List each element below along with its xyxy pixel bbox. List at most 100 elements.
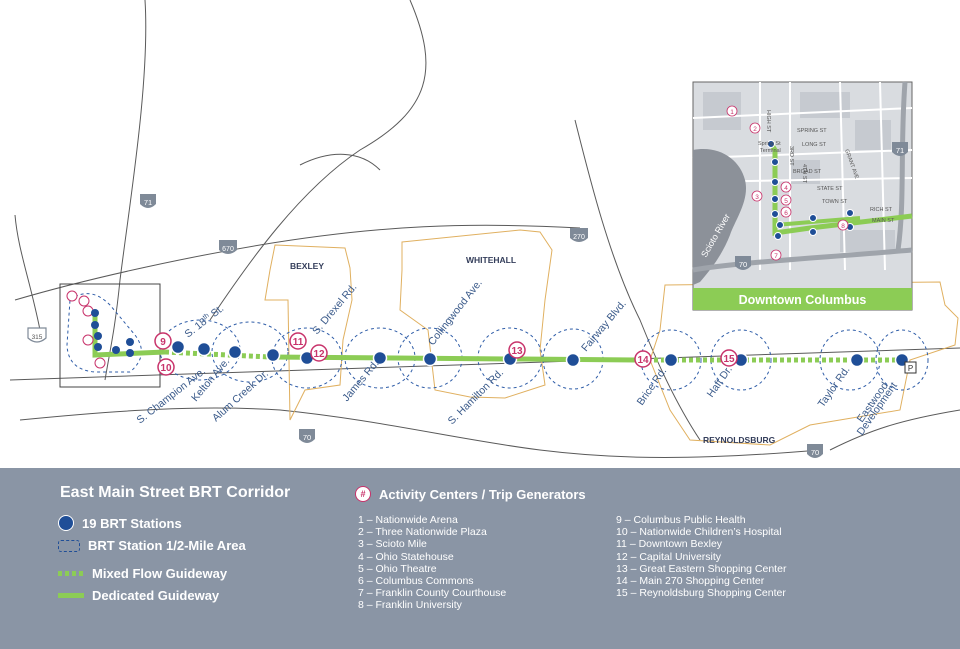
station-dot: [776, 221, 784, 229]
inset-marker-number: 6: [784, 210, 788, 217]
us-route-shield-icon: [27, 327, 47, 343]
interstate-shield-icon: [892, 142, 908, 156]
activity-marker-number: 15: [723, 354, 735, 365]
mixed-flow-guideway: [164, 349, 271, 360]
activity-centers-title: Activity Centers / Trip Generators: [379, 486, 586, 502]
activity-marker: [78, 295, 90, 307]
activity-marker-circle: [154, 332, 172, 350]
inset-marker-number: 5: [784, 198, 788, 205]
station-dot: [767, 140, 775, 148]
inset-i71: [895, 81, 908, 251]
label-taylor: Taylor Rd.: [816, 364, 853, 410]
inset-title: Downtown Columbus: [739, 293, 867, 307]
northeast-road: [299, 153, 381, 171]
highway-shields: 71 670 270 70 70 315: [27, 194, 823, 458]
activity-marker-circle: [726, 105, 738, 117]
activity-item: 7 – Franklin County Courthouse: [358, 587, 507, 600]
activity-marker-12: 12: [310, 344, 328, 362]
activity-marker-circle: [749, 122, 761, 134]
activity-item: 2 – Three Nationwide Plaza: [358, 526, 487, 539]
activity-item: 14 – Main 270 Shopping Center: [616, 575, 765, 588]
legend-item-dedicated: Dedicated Guideway: [58, 588, 219, 603]
whitehall-boundary: [399, 229, 553, 399]
activity-item: 15 – Reynoldsburg Shopping Center: [616, 587, 786, 600]
station-dot: [771, 210, 779, 218]
half-mile-area: [875, 329, 929, 391]
shield-number: 71: [144, 198, 152, 207]
label-brice: Brice Rd.: [635, 365, 670, 407]
label-s-hamilton: S. Hamilton Rd.: [446, 367, 506, 427]
street: [692, 149, 913, 159]
activity-marker-circle: [751, 190, 763, 202]
inset-activity-markers: [726, 105, 849, 261]
street-label-third: 3RD ST: [788, 146, 794, 166]
interstate-shield-icon: [570, 228, 588, 242]
inset-street-labels: SPRING ST LONG ST BROAD ST STATE ST TOWN…: [758, 110, 895, 224]
i670-road: [14, 224, 581, 301]
street-label-broad: BROAD ST: [793, 169, 822, 175]
street-label-rich: RICH ST: [870, 207, 893, 213]
station-dot: [771, 178, 779, 186]
activity-marker-circle: [780, 181, 792, 193]
street-label-long: LONG ST: [802, 142, 827, 148]
city-block: [800, 92, 850, 118]
solid-line-icon: [58, 593, 84, 598]
station-s18: [196, 341, 212, 357]
legend-label: Dedicated Guideway: [92, 588, 220, 603]
station-fairway: [565, 352, 581, 368]
half-mile-area: [710, 329, 772, 391]
corridor-stations: [170, 339, 910, 368]
activity-item: 5 – Ohio Theatre: [358, 562, 437, 575]
inset-stations: [767, 140, 854, 240]
i270-road: [574, 119, 701, 441]
activity-item: 4 – Ohio Statehouse: [358, 550, 454, 563]
half-mile-area: [211, 321, 289, 383]
activity-markers: 9 10 11 12 13 14 15: [154, 332, 738, 376]
activity-marker-circle: [770, 249, 782, 261]
street-label-spring: SPRING ST: [797, 128, 827, 134]
activity-marker-circle: [310, 344, 328, 362]
inset-shield-i71: 71: [892, 142, 908, 156]
us315-road: [14, 214, 41, 331]
shield-i70-west: 70: [299, 429, 315, 443]
station-dot: [846, 209, 854, 217]
inset-activity-numbers: 1 2 3 4 5 6 7 8: [730, 109, 845, 260]
station-james: [372, 350, 388, 366]
activity-item: 12 – Capital University: [616, 550, 722, 563]
inset-marker-number: 4: [784, 185, 788, 192]
inset-marker-number: 1: [730, 109, 734, 116]
activity-marker-15: 15: [720, 349, 738, 367]
activity-marker: [82, 334, 94, 346]
place-bexley: BEXLEY: [290, 261, 324, 271]
station-dot: [809, 228, 817, 236]
station-dot-icon: [58, 515, 74, 531]
activity-marker-circle: [837, 219, 849, 231]
dashed-line-icon: [58, 571, 84, 576]
activity-item: 8 – Franklin University: [358, 599, 462, 612]
activity-marker-number: 11: [293, 337, 304, 348]
terminal-label-2: Terminal: [760, 148, 781, 154]
shield-i70-east: 70: [807, 444, 823, 458]
legend-label: Mixed Flow Guideway: [92, 566, 228, 581]
activity-item: 1 – Nationwide Arena: [358, 514, 458, 526]
street-label-main: MAIN ST: [872, 218, 895, 224]
inset-guideway-loop: [774, 216, 861, 227]
east-road: [829, 409, 960, 451]
activity-item: 11 – Downtown Bexley: [616, 538, 723, 551]
activity-item: 3 – Scioto Mile: [358, 538, 427, 551]
interstate-shield-icon: [807, 444, 823, 458]
station-alum-creek: [265, 347, 281, 363]
interstate-shield-icon: [140, 194, 156, 208]
i71-road: [104, 0, 147, 381]
activity-marker-circle: [289, 332, 307, 350]
station-dot: [91, 309, 99, 317]
station-dot: [774, 232, 782, 240]
activity-marker-number: 13: [511, 346, 523, 357]
shield-i270: 270: [570, 228, 588, 242]
label-s18-suffix: St.: [206, 303, 226, 322]
place-labels: BEXLEY WHITEHALL REYNOLDSBURG: [290, 255, 776, 445]
station-collingwood: [422, 351, 438, 367]
label-s-drexel: S. Drexel Rd.: [310, 281, 359, 337]
station-taylor: [849, 352, 865, 368]
activity-marker-icon: #: [355, 486, 371, 502]
